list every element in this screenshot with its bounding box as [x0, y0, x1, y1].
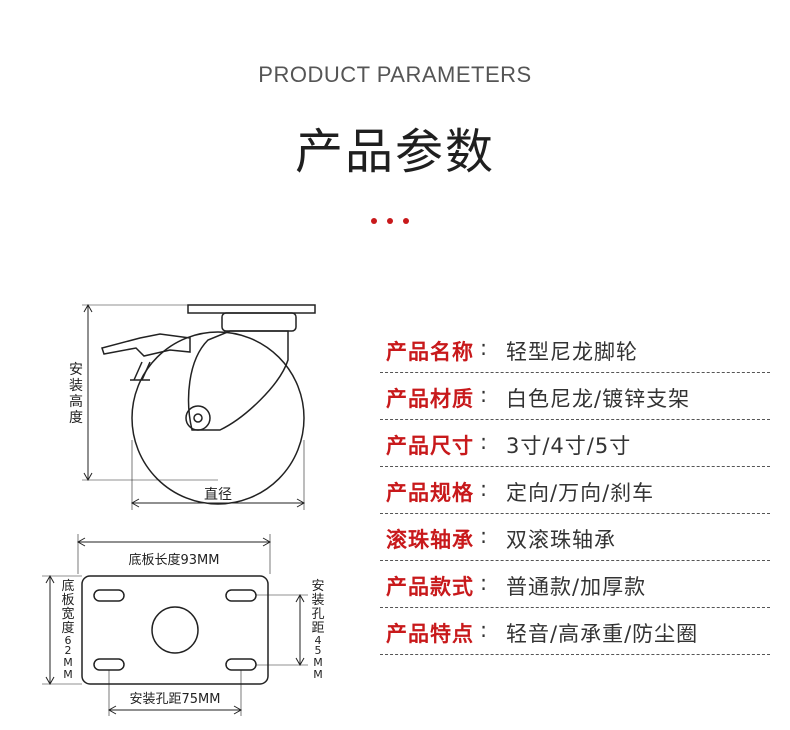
hole-distance-label-char: 5 — [315, 644, 322, 657]
dot — [371, 218, 377, 224]
mounting-slot — [93, 658, 125, 671]
top-plate — [187, 304, 316, 314]
hole-distance-label-char: 距 — [311, 621, 324, 636]
plate-width-label-char: M — [63, 656, 73, 669]
hole-distance-vertical-dimension — [256, 593, 308, 667]
parameter-label: 滚珠轴承 — [386, 528, 474, 552]
parameter-label: 产品尺寸 — [386, 434, 474, 458]
parameter-value: 轻音/高承重/防尘圈 — [506, 622, 699, 646]
height-label-char: 高 — [69, 393, 83, 410]
swivel-head — [221, 312, 297, 332]
page-title: 产品参数 — [294, 124, 495, 180]
brake-pedal — [101, 333, 191, 357]
parameter-label: 产品款式 — [386, 575, 474, 599]
parameter-value: 双滚珠轴承 — [506, 528, 616, 552]
plate-width-label-char: 板 — [61, 593, 74, 608]
parameter-colon: : — [480, 336, 488, 360]
brake-lever — [133, 361, 151, 381]
parameter-list: 产品名称 : 轻型尼龙脚轮 产品材质 : 白色尼龙/镀锌支架 产品尺寸 : 3寸… — [380, 326, 770, 655]
parameter-row-bearing: 滚珠轴承 : 双滚珠轴承 — [380, 514, 770, 561]
parameter-row-name: 产品名称 : 轻型尼龙脚轮 — [380, 326, 770, 373]
height-dimension — [82, 303, 218, 482]
wheel — [131, 331, 305, 505]
hole-distance-horizontal-dimension — [107, 670, 243, 716]
parameter-label: 产品材质 — [386, 387, 474, 411]
parameter-label: 产品名称 — [386, 340, 474, 364]
mounting-slots — [93, 589, 257, 671]
parameter-row-material: 产品材质 : 白色尼龙/镀锌支架 — [380, 373, 770, 420]
parameter-row-spec: 产品规格 : 定向/万向/刹车 — [380, 467, 770, 514]
hole-distance-label-char: 安 — [311, 579, 324, 594]
parameter-colon: : — [480, 477, 488, 501]
hole-distance-label-char: 4 — [315, 634, 322, 647]
hole-distance-label-char: M — [313, 656, 323, 669]
parameter-value: 轻型尼龙脚轮 — [506, 340, 638, 364]
parameter-row-size: 产品尺寸 : 3寸/4寸/5寸 — [380, 420, 770, 467]
parameter-colon: : — [480, 618, 488, 642]
base-plate — [81, 575, 269, 685]
dot — [403, 218, 409, 224]
axle-center — [193, 413, 203, 423]
diameter-label: 直径 — [204, 486, 232, 503]
plate-length-label: 底板长度93MM — [129, 552, 220, 568]
plate-width-dimension — [42, 574, 82, 686]
parameter-row-style: 产品款式 : 普通款/加厚款 — [380, 561, 770, 608]
dot — [387, 218, 393, 224]
bracket — [187, 330, 289, 431]
hole-distance-label-char: M — [313, 668, 323, 681]
mounting-slot — [225, 658, 257, 671]
height-label-char: 度 — [69, 410, 83, 426]
center-hole — [151, 606, 199, 654]
caster-dimension-diagram: 安 装 高 度 直径 底板长度93MM 底 板 宽 度 — [42, 303, 325, 716]
parameter-value: 白色尼龙/镀锌支架 — [506, 387, 691, 411]
parameter-colon: : — [480, 430, 488, 454]
plate-width-label-char: 宽 — [61, 606, 74, 622]
hole-distance-vertical-label: 安 装 孔 距 4 5 M M — [311, 579, 324, 681]
height-label-char: 装 — [69, 378, 83, 394]
axle — [185, 405, 211, 431]
plate-width-label-char: 底 — [61, 578, 74, 594]
plate-width-label-char: 6 — [65, 634, 72, 647]
section-subtitle: PRODUCT PARAMETERS — [258, 62, 532, 87]
parameter-label: 产品特点 — [386, 622, 474, 646]
hole-distance-label-char: 孔 — [311, 607, 324, 622]
parameter-colon: : — [480, 383, 488, 407]
parameter-value: 定向/万向/刹车 — [506, 481, 655, 505]
hole-distance-label-char: 装 — [311, 593, 324, 608]
parameter-colon: : — [480, 524, 488, 548]
height-label: 安 装 高 度 — [69, 362, 83, 426]
height-label-char: 安 — [69, 362, 83, 378]
diameter-dimension — [130, 440, 306, 510]
plate-width-label-char: M — [63, 668, 73, 681]
hole-distance-horizontal-label: 安装孔距75MM — [130, 692, 221, 707]
mounting-slot — [225, 589, 257, 602]
parameter-value: 普通款/加厚款 — [506, 575, 647, 599]
plate-width-label-char: 2 — [65, 644, 72, 657]
decorative-dots — [365, 216, 425, 226]
plate-width-label: 底 板 宽 度 6 2 M M — [61, 578, 74, 681]
plate-width-label-char: 度 — [61, 620, 74, 636]
parameter-colon: : — [480, 571, 488, 595]
plate-length-dimension — [76, 534, 272, 574]
parameter-row-features: 产品特点 : 轻音/高承重/防尘圈 — [380, 608, 770, 655]
mounting-slot — [93, 589, 125, 602]
parameter-label: 产品规格 — [386, 481, 474, 505]
parameter-value: 3寸/4寸/5寸 — [506, 434, 632, 458]
